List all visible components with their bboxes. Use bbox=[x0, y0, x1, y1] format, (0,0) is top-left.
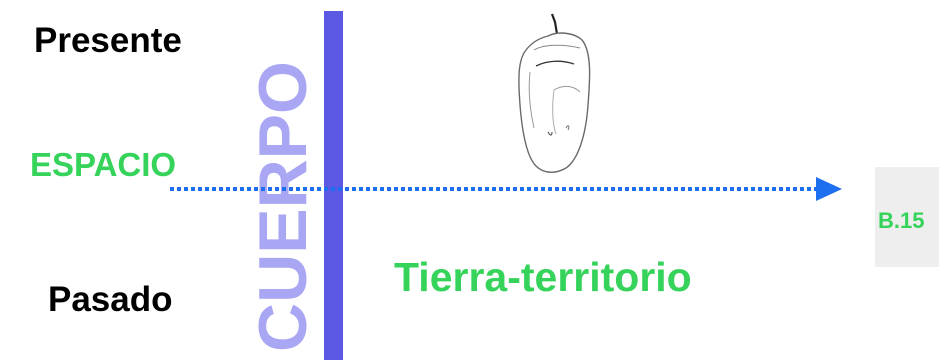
chrysalis-wing-edge bbox=[552, 89, 557, 135]
chrysalis-rim bbox=[533, 44, 581, 51]
present-label: Presente bbox=[34, 21, 182, 60]
chrysalis-spot bbox=[547, 131, 553, 136]
chrysalis-body bbox=[518, 32, 591, 173]
vertical-axis-bar bbox=[324, 11, 343, 360]
chrysalis-mark bbox=[565, 125, 570, 131]
code-badge-background bbox=[875, 167, 939, 267]
chrysalis-icon bbox=[518, 13, 591, 173]
chrysalis-seam-left bbox=[528, 71, 535, 129]
chrysalis-band bbox=[535, 60, 575, 67]
chrysalis-wing-line bbox=[553, 85, 581, 93]
chrysalis-stem bbox=[550, 13, 559, 35]
land-territory-label: Tierra-territorio bbox=[394, 254, 692, 300]
past-label: Pasado bbox=[48, 280, 173, 319]
code-badge-label: B.15 bbox=[878, 208, 925, 233]
space-label: ESPACIO bbox=[30, 146, 177, 183]
space-arrow-head bbox=[816, 177, 842, 201]
